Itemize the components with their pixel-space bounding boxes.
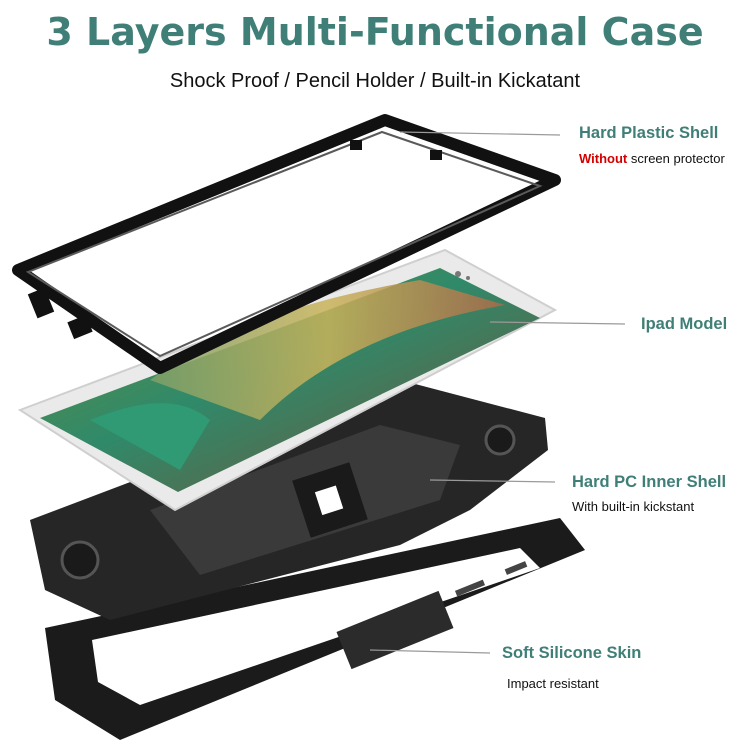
hard-pc-inner-shell-label: Hard PC Inner Shell	[572, 473, 727, 491]
pc-inner-shell	[30, 380, 548, 620]
screen-protector-text: screen protector	[627, 151, 725, 166]
plastic-shell-frame	[12, 114, 561, 374]
hard-plastic-shell-note: Without screen protector	[579, 151, 725, 166]
page-title: 3 Layers Multi-Functional Case	[46, 10, 704, 54]
leader-lines	[369, 131, 626, 654]
soft-silicone-skin-note: Impact resistant	[507, 676, 599, 691]
soft-silicone-skin-label: Soft Silicone Skin	[502, 644, 642, 662]
hard-pc-inner-shell-note: With built-in kickstant	[572, 499, 695, 514]
silicone-skin	[45, 518, 585, 740]
page-subtitle: Shock Proof / Pencil Holder / Built-in K…	[169, 70, 581, 92]
without-highlight: Without	[579, 151, 628, 166]
tablet-model	[17, 248, 558, 512]
ipad-model-label: Ipad Model	[641, 315, 728, 333]
hard-plastic-shell-label: Hard Plastic Shell	[579, 124, 719, 142]
